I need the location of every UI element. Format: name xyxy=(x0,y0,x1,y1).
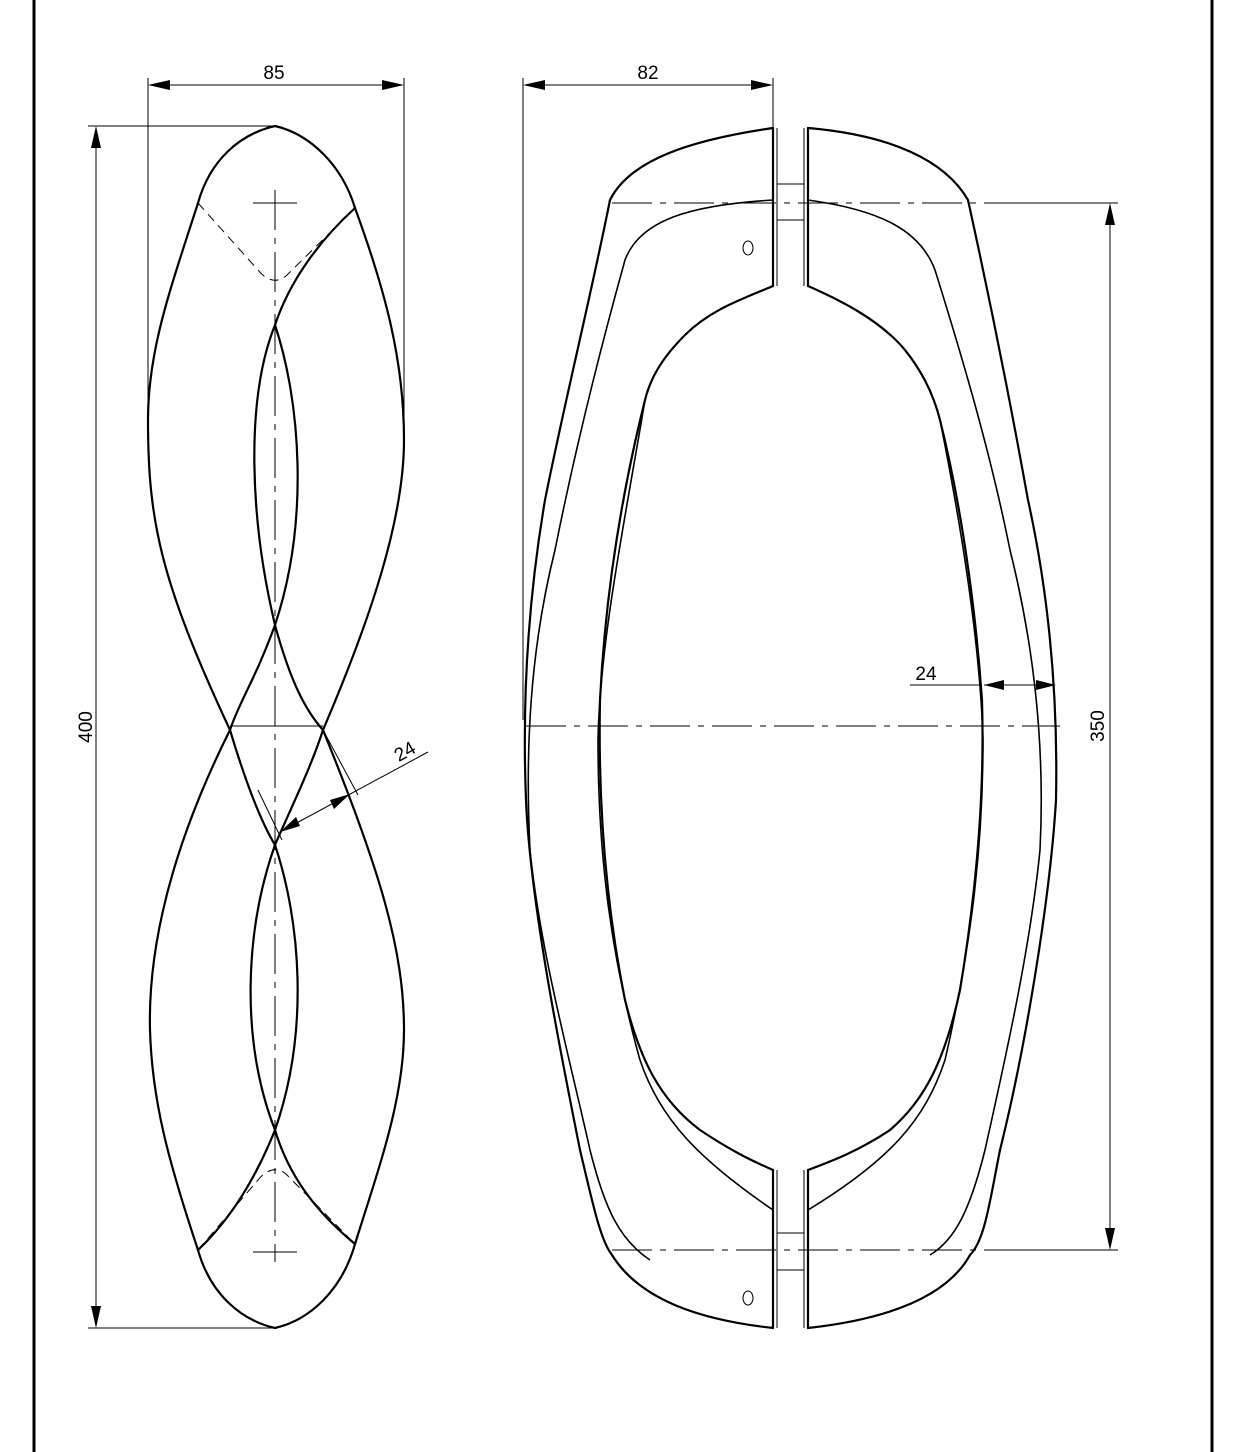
side-right-inner xyxy=(806,284,984,1172)
side-right-outer xyxy=(806,126,1058,1330)
side-left-inner xyxy=(598,284,775,1172)
side-top-bolt xyxy=(777,183,804,221)
side-left-mid xyxy=(527,199,774,1261)
front-hidden-top xyxy=(197,202,356,281)
front-top-cap xyxy=(196,124,357,210)
side-right-inner-2 xyxy=(807,419,984,1211)
side-depth-dimension xyxy=(522,78,774,720)
side-bottom-screw xyxy=(742,1290,754,1306)
side-center-distance-dimension xyxy=(1000,202,1118,1251)
front-thickness-label: 24 xyxy=(391,738,420,767)
side-top-screw xyxy=(742,240,754,256)
front-height-dimension xyxy=(88,125,275,1329)
drawing-frame xyxy=(32,0,1214,1452)
front-outline-left xyxy=(146,201,232,1252)
front-strand-d xyxy=(249,728,357,1246)
side-thickness-label: 24 xyxy=(915,664,937,685)
front-strand-a xyxy=(253,206,357,732)
front-thickness-dimension xyxy=(257,729,429,841)
side-left-inner-2 xyxy=(597,399,774,1211)
front-height-label: 400 xyxy=(76,711,97,743)
front-width-label: 85 xyxy=(263,63,284,84)
side-bottom-bolt xyxy=(777,1232,804,1271)
side-left-outer xyxy=(523,126,775,1330)
front-view xyxy=(146,124,406,1330)
front-width-dimension xyxy=(147,78,405,440)
front-outline-right xyxy=(321,206,406,1246)
side-depth-label: 82 xyxy=(637,63,658,84)
front-strand-b xyxy=(228,323,299,732)
front-strand-c xyxy=(196,728,299,1252)
side-view xyxy=(523,126,1060,1330)
front-hidden-bottom xyxy=(197,1169,356,1251)
front-bottom-cap xyxy=(196,1242,357,1330)
side-right-mid xyxy=(807,199,1043,1256)
side-center-distance-label: 350 xyxy=(1088,710,1109,742)
side-thickness-dimension xyxy=(910,680,1056,690)
